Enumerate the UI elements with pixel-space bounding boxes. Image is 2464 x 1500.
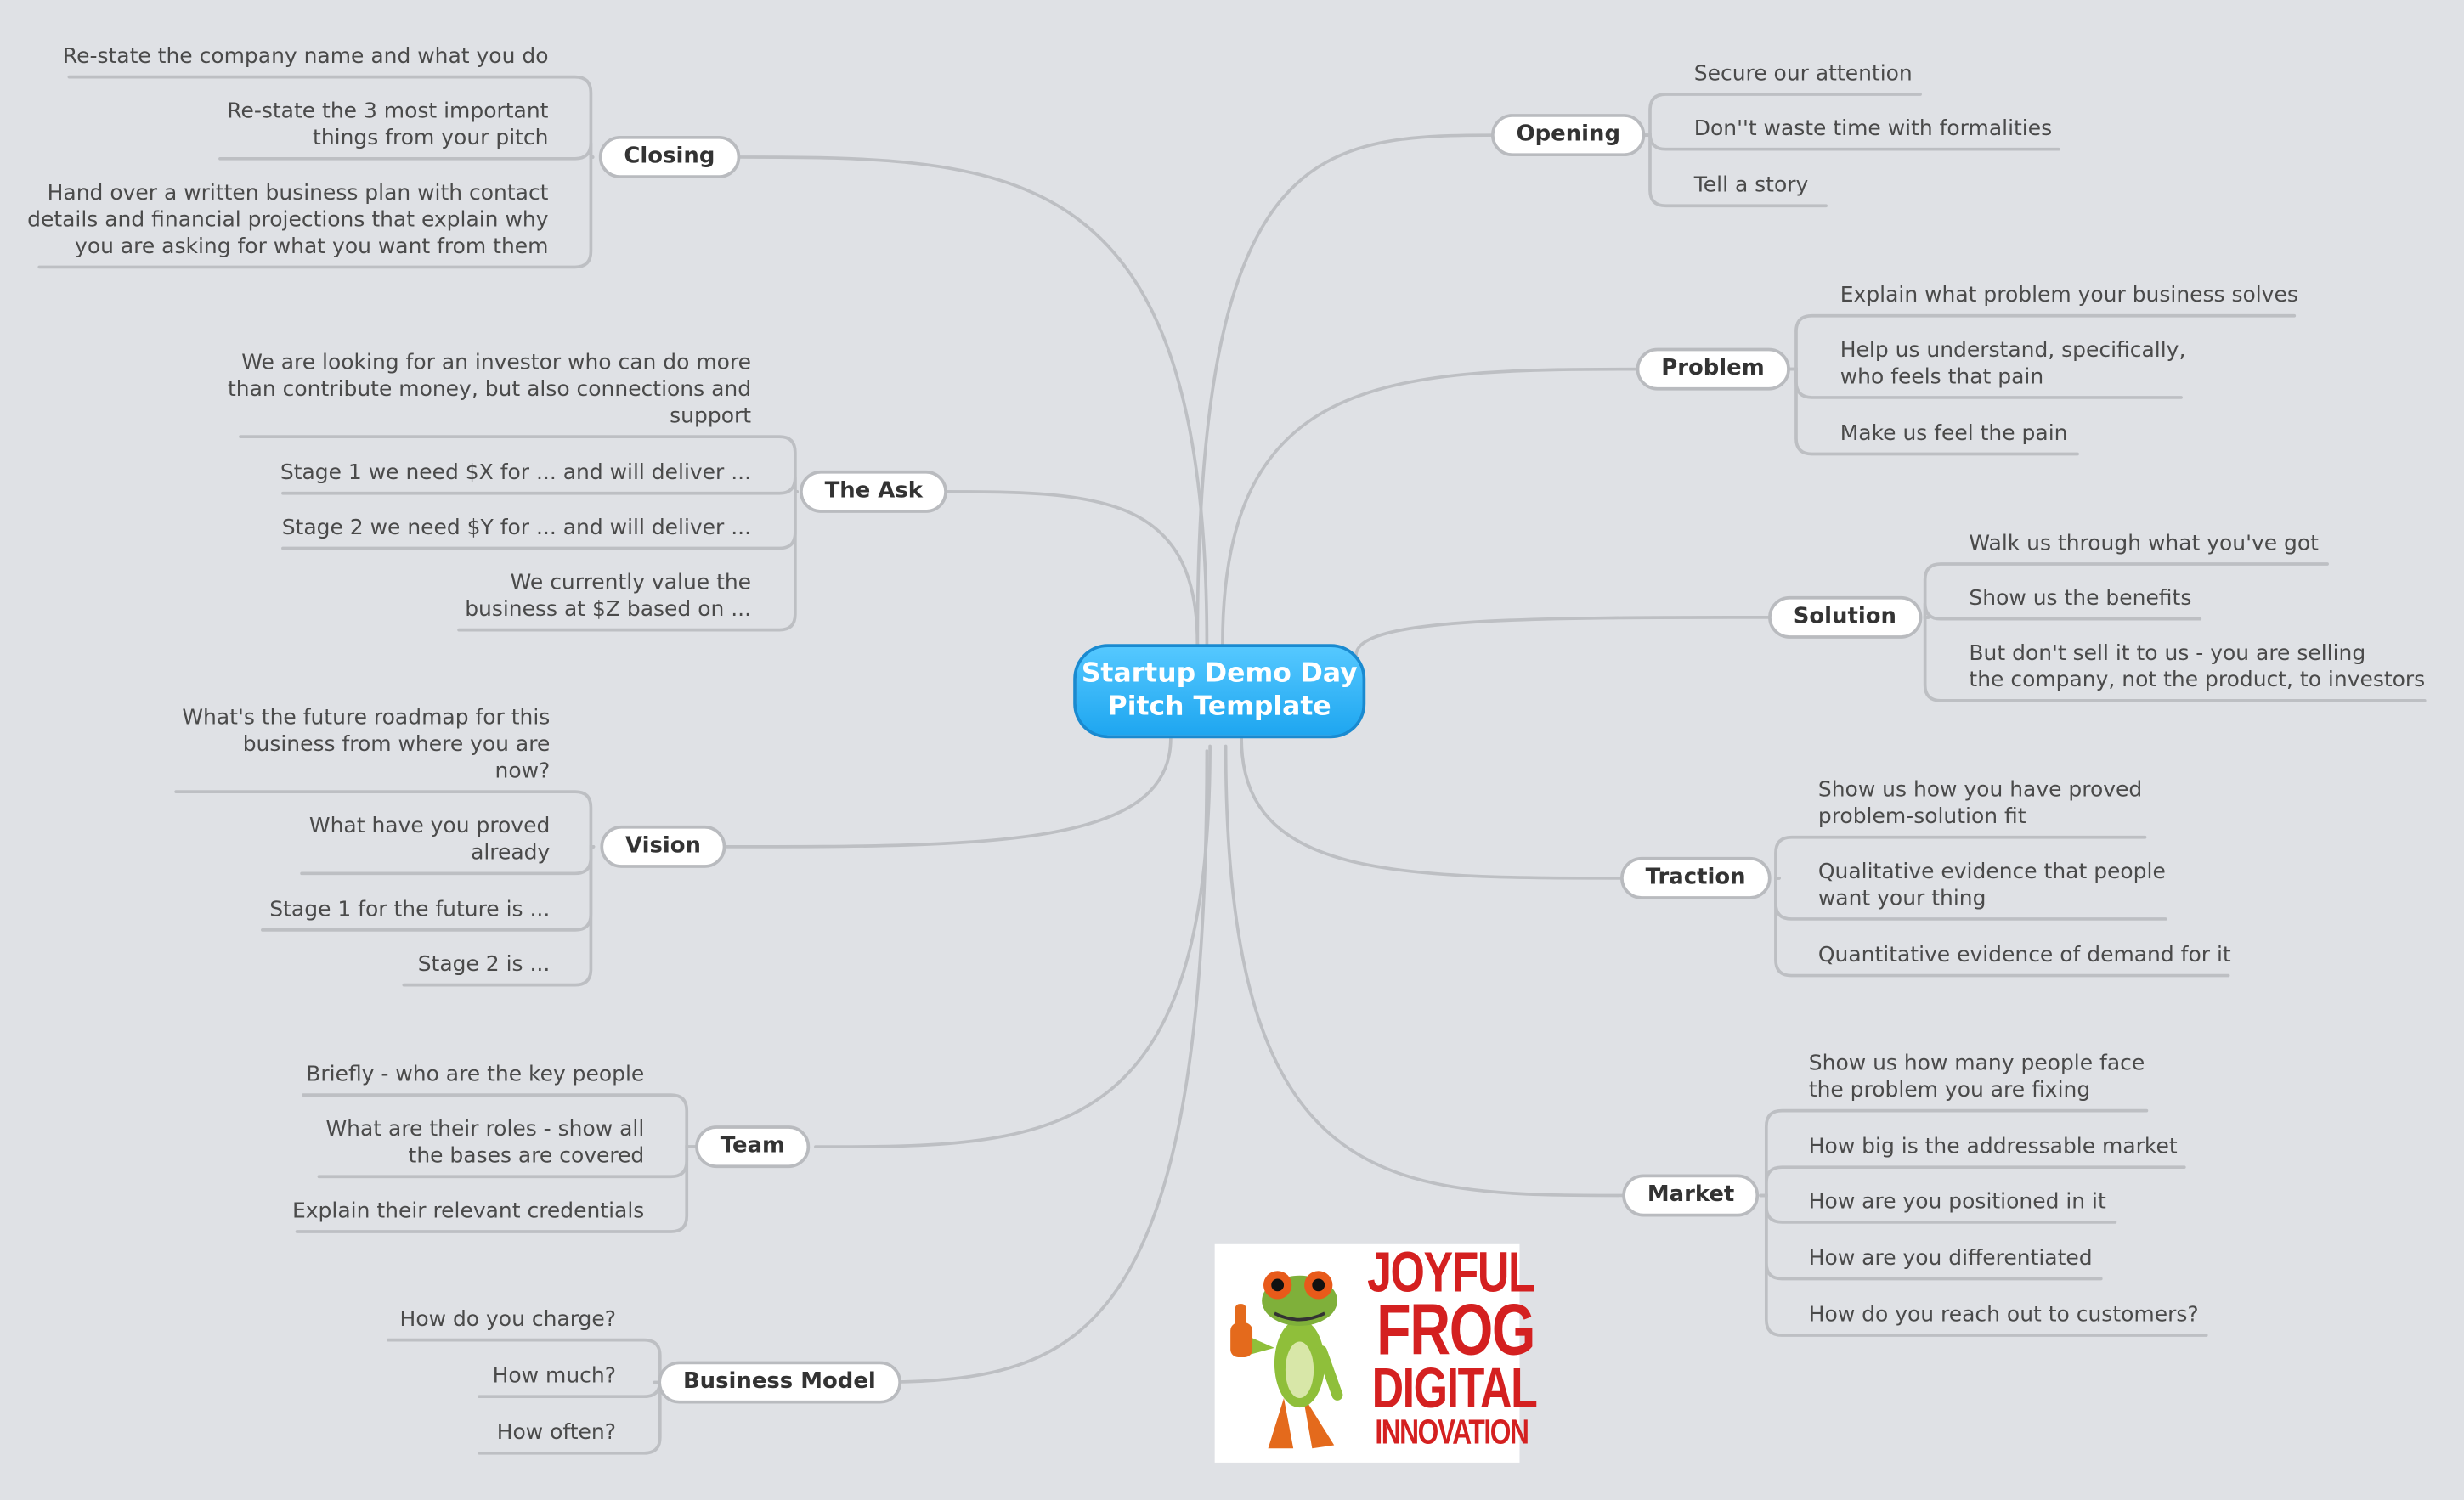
subtopic-solution-1[interactable]: Walk us through what you've got [1969,531,2319,556]
subtopic-business-model-2[interactable]: How much? [492,1363,617,1389]
branch-line-opening [1195,133,1507,646]
subtopic-opening-3[interactable]: Tell a story [1693,172,1809,199]
branch-line-market [1224,744,1630,1198]
subtopic-closing-3[interactable]: Hand over a written business plan with c… [27,180,549,260]
branch-line-vision [724,736,1173,849]
subtopic-team-1[interactable]: Briefly - who are the key people [306,1062,645,1087]
topic-vision[interactable]: Vision [600,825,726,868]
sub-connector-opening-1 [1643,93,1922,137]
branch-line-business-model [840,749,1209,1384]
subtopic-problem-3[interactable]: Make us feel the pain [1840,420,2068,447]
subtopic-business-model-3[interactable]: How often? [496,1419,617,1446]
subtopic-traction-1[interactable]: Show us how you have proved problem-solu… [1817,777,2143,830]
topic-closing[interactable]: Closing [598,135,740,178]
subtopic-market-5[interactable]: How do you reach out to customers? [1808,1302,2199,1328]
topic-opening[interactable]: Opening [1491,114,1646,157]
central-topic[interactable]: Startup Demo Day Pitch Template [1073,644,1366,739]
sub-connector-solution-2 [1923,603,2202,621]
subtopic-traction-3[interactable]: Quantitative evidence of demand for it [1817,942,2231,968]
sub-connector-market-1 [1759,1108,2149,1198]
sub-connector-traction-1 [1774,835,2147,880]
subtopic-problem-1[interactable]: Explain what problem your business solve… [1840,282,2298,308]
sub-connector-solution-3 [1923,616,2427,702]
sub-connector-team-1 [302,1093,698,1148]
sub-connector-the-ask-2 [281,477,799,495]
sub-connector-closing-1 [67,75,595,159]
logo-word-2: FROG [1376,1288,1535,1370]
sub-connector-market-2 [1759,1165,2186,1198]
subtopic-business-model-1[interactable]: How do you charge? [399,1306,617,1333]
joyful-frog-logo: JOYFUL FROG DIGITAL INNOVATION [1214,1243,1538,1463]
subtopic-the-ask-2[interactable]: Stage 1 we need $X for ... and will deli… [280,460,752,486]
subtopic-vision-4[interactable]: Stage 2 is ... [417,951,551,978]
subtopic-team-2[interactable]: What are their roles - show all the base… [325,1116,645,1170]
central-topic-title: Startup Demo Day Pitch Template [1081,657,1358,723]
frog-icon [1230,1271,1343,1449]
branch-line-solution [1354,616,1784,657]
branch-line-team [814,744,1212,1148]
sub-connector-vision-4 [402,845,596,987]
sub-connector-team-3 [295,1145,698,1233]
logo-word-1: JOYFUL [1367,1239,1535,1305]
branch-line-problem [1221,367,1652,646]
subtopic-vision-2[interactable]: What have you proved already [308,814,551,866]
sub-connector-the-ask-1 [239,435,799,493]
topic-business-model[interactable]: Business Model [658,1361,901,1404]
topic-team[interactable]: Team [695,1125,811,1169]
branch-line-closing [731,155,1209,646]
subtopic-team-3[interactable]: Explain their relevant credentials [292,1198,645,1224]
subtopic-closing-2[interactable]: Re-state the 3 most important things fro… [227,99,549,151]
subtopic-market-3[interactable]: How are you positioned in it [1808,1189,2106,1215]
subtopic-problem-2[interactable]: Help us understand, specifically, who fe… [1840,337,2186,390]
sub-connector-closing-2 [218,143,595,161]
subtopic-the-ask-4[interactable]: We currently value the business at $Z ba… [465,570,752,623]
sub-connector-solution-1 [1923,562,2329,619]
logo-word-4: INNOVATION [1375,1412,1529,1452]
branch-line-traction [1240,736,1635,880]
sub-connector-market-5 [1759,1193,2208,1337]
sub-connector-vision-1 [174,790,596,849]
logo-word-3: DIGITAL [1371,1356,1538,1420]
subtopic-traction-2[interactable]: Qualitative evidence that people want yo… [1817,859,2166,911]
subtopic-opening-1[interactable]: Secure our attention [1693,61,1913,87]
subtopic-vision-3[interactable]: Stage 1 for the future is ... [269,897,551,922]
topic-problem[interactable]: Problem [1636,347,1790,391]
topic-traction[interactable]: Traction [1620,856,1772,899]
subtopic-market-1[interactable]: Show us how many people face the problem… [1808,1051,2145,1103]
sub-connector-closing-3 [37,155,595,269]
sub-connector-problem-1 [1788,313,2297,371]
sub-connector-problem-3 [1788,367,2079,456]
sub-connector-opening-3 [1643,133,1828,208]
subtopic-solution-3[interactable]: But don't sell it to us - you are sellin… [1969,640,2426,693]
topic-the-ask[interactable]: The Ask [800,470,948,513]
subtopic-vision-1[interactable]: What's the future roadmap for this busin… [182,705,551,784]
subtopic-closing-1[interactable]: Re-state the company name and what you d… [62,43,549,70]
topic-market[interactable]: Market [1622,1174,1760,1217]
sub-connector-the-ask-4 [457,490,799,632]
topic-solution[interactable]: Solution [1768,595,1922,639]
branch-line-the-ask [935,490,1200,646]
sub-connector-business-model-1 [386,1338,662,1384]
subtopic-solution-2[interactable]: Show us the benefits [1969,585,2192,612]
subtopic-the-ask-3[interactable]: Stage 2 we need $Y for ... and will deli… [281,515,752,541]
subtopic-market-2[interactable]: How big is the addressable market [1808,1134,2178,1159]
sub-connector-business-model-3 [478,1380,662,1455]
subtopic-the-ask-1[interactable]: We are looking for an investor who can d… [228,350,752,429]
sub-connector-traction-3 [1774,877,2230,978]
subtopic-market-4[interactable]: How are you differentiated [1808,1245,2093,1272]
subtopic-opening-2[interactable]: Don''t waste time with formalities [1693,116,2053,142]
